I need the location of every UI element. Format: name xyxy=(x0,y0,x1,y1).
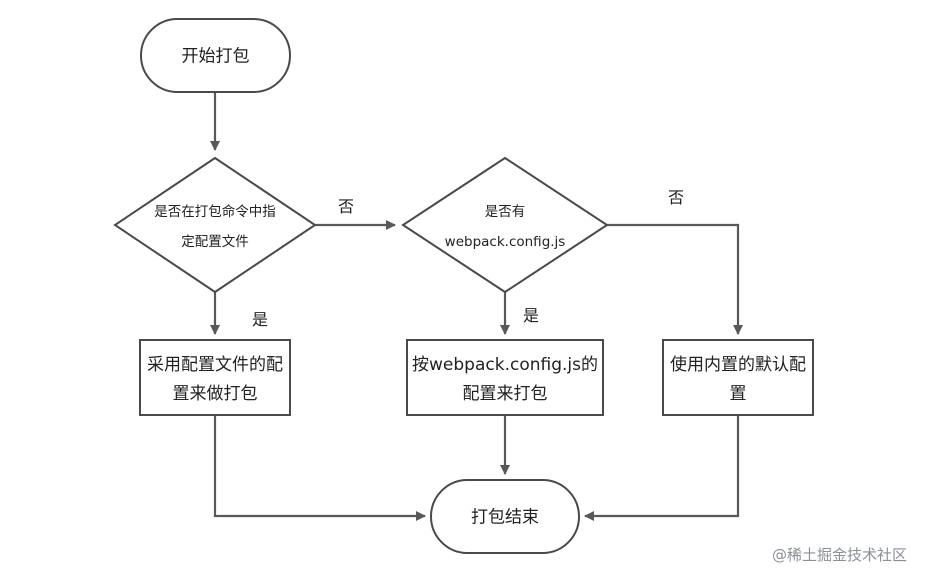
node-end-label: 打包结束 xyxy=(471,508,539,528)
decision-shape xyxy=(401,156,609,294)
process-shape xyxy=(662,339,814,416)
node-end: 打包结束 xyxy=(430,479,580,554)
node-start-label: 开始打包 xyxy=(182,47,250,67)
edge-label-cmd-no: 否 xyxy=(338,197,354,216)
edge-label-webpack-no: 否 xyxy=(668,188,684,207)
decision-shape xyxy=(113,156,317,294)
edge-use-file-to-end xyxy=(213,416,426,521)
node-cond-cmd-line2: 定配置文件 xyxy=(181,234,249,250)
terminal-shape xyxy=(430,479,580,554)
node-start: 开始打包 xyxy=(140,18,291,93)
node-use-webpack-line1: 按webpack.config.js的 xyxy=(412,355,598,375)
node-use-file-line1: 采用配置文件的配 xyxy=(147,355,283,375)
node-use-webpack-line2: 配置来打包 xyxy=(463,384,548,404)
node-cond-webpack: 是否有 webpack.config.js xyxy=(401,156,609,294)
edge-cond-webpack-no xyxy=(607,223,743,335)
node-cond-webpack-line2: webpack.config.js xyxy=(445,234,566,250)
node-cond-webpack-line1: 是否有 xyxy=(485,204,526,220)
node-use-file: 采用配置文件的配 置来做打包 xyxy=(139,339,291,416)
watermark: @稀土掘金技术社区 xyxy=(771,546,907,564)
node-cond-cmd-line1: 是否在打包命令中指 xyxy=(154,203,276,220)
edge-label-webpack-yes: 是 xyxy=(523,306,539,325)
node-cond-cmd: 是否在打包命令中指 定配置文件 xyxy=(113,156,317,294)
edge-label-cmd-yes: 是 xyxy=(252,310,268,329)
node-use-default-line2: 置 xyxy=(730,384,747,404)
node-use-file-line2: 置来做打包 xyxy=(173,384,258,404)
node-use-webpack: 按webpack.config.js的 配置来打包 xyxy=(406,339,604,416)
edges xyxy=(210,93,743,521)
process-shape xyxy=(406,339,604,416)
node-use-default-line1: 使用内置的默认配 xyxy=(670,354,806,375)
process-shape xyxy=(139,339,291,416)
terminal-shape xyxy=(140,18,291,93)
edge-use-default-to-end xyxy=(584,416,740,521)
node-use-default: 使用内置的默认配 置 xyxy=(662,339,814,416)
